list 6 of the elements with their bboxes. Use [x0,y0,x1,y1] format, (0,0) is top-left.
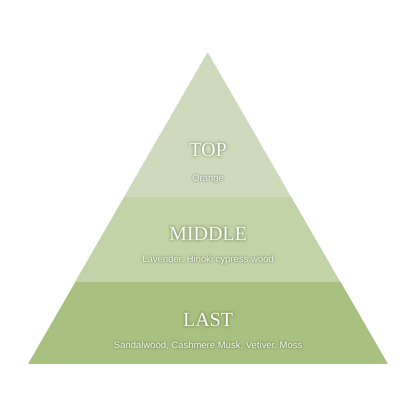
tier-heading: MIDDLE [169,224,247,244]
tier-description: Orange [192,174,224,184]
tier-heading: LAST [183,310,233,330]
tier-description: Sandalwood, Cashmere Musk, Vetiver, Moss [114,341,302,350]
tier-heading: TOP [189,140,227,160]
tier-description: Lavender, Hinoki cypress wood [142,255,274,264]
